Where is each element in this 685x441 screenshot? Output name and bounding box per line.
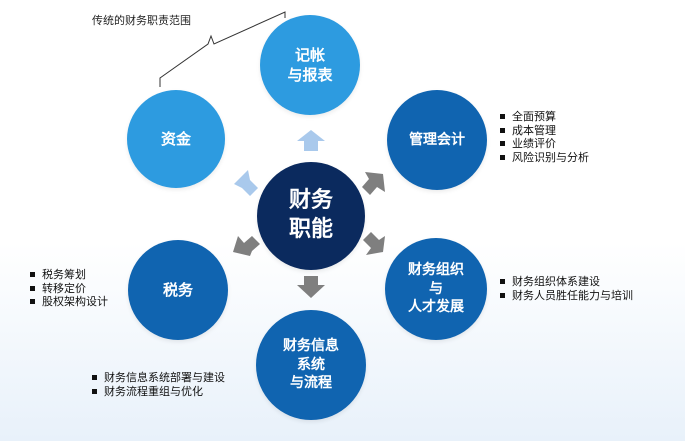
center-line1: 财务 (288, 188, 333, 214)
node-guanli: 管理会计 (387, 90, 487, 190)
center-line2: 职能 (288, 217, 333, 242)
node-zuzhi-line2: 与 (429, 280, 443, 297)
node-zijin: 资金 (127, 90, 225, 188)
list-item: 股权架构设计 (30, 295, 108, 309)
list-item: 成本管理 (500, 124, 589, 138)
node-xinxi-line1: 财务信息 (283, 337, 339, 354)
arrow-downleft-gray (233, 236, 260, 256)
list-item: 财务信息系统部署与建设 (92, 371, 225, 385)
list-item: 税务筹划 (30, 268, 108, 282)
center-node: 财务 职能 (257, 162, 365, 270)
bracket-label: 传统的财务职责范围 (92, 14, 191, 27)
node-jizhang-line1: 记帐 (294, 45, 325, 64)
node-jizhang: 记帐 与报表 (260, 15, 360, 115)
list-shuiwu: 税务筹划 转移定价 股权架构设计 (30, 268, 108, 309)
arrow-upright-gray (362, 172, 385, 195)
node-zijin-label: 资金 (160, 129, 191, 148)
list-item: 风险识别与分析 (500, 151, 589, 165)
node-xinxi-line2: 系统 (297, 356, 325, 373)
list-item: 业绩评价 (500, 137, 589, 151)
arrow-up-light (297, 130, 325, 151)
node-xinxi-line3: 与流程 (290, 375, 332, 392)
scope-bracket (159, 11, 286, 87)
list-item: 财务组织体系建设 (500, 275, 633, 289)
list-zuzhi: 财务组织体系建设 财务人员胜任能力与培训 (500, 275, 633, 302)
node-shuiwu-label: 税务 (162, 280, 193, 299)
node-zuzhi: 财务组织 与 人才发展 (385, 238, 487, 340)
list-item: 财务人员胜任能力与培训 (500, 289, 633, 303)
arrow-downright-gray (363, 232, 385, 255)
node-guanli-label: 管理会计 (409, 131, 465, 148)
node-xinxi: 财务信息 系统 与流程 (256, 310, 366, 420)
node-zuzhi-line1: 财务组织 (408, 261, 464, 278)
node-zuzhi-line3: 人才发展 (408, 299, 464, 316)
list-item: 转移定价 (30, 282, 108, 296)
list-guanli: 全面预算 成本管理 业绩评价 风险识别与分析 (500, 110, 589, 164)
node-jizhang-line2: 与报表 (287, 66, 333, 84)
node-shuiwu: 税务 (128, 240, 228, 340)
arrow-down-gray (297, 276, 325, 298)
list-item: 财务流程重组与优化 (92, 385, 225, 399)
list-xinxi: 财务信息系统部署与建设 财务流程重组与优化 (92, 371, 225, 398)
list-item: 全面预算 (500, 110, 589, 124)
arrow-upleft-light (234, 170, 258, 196)
